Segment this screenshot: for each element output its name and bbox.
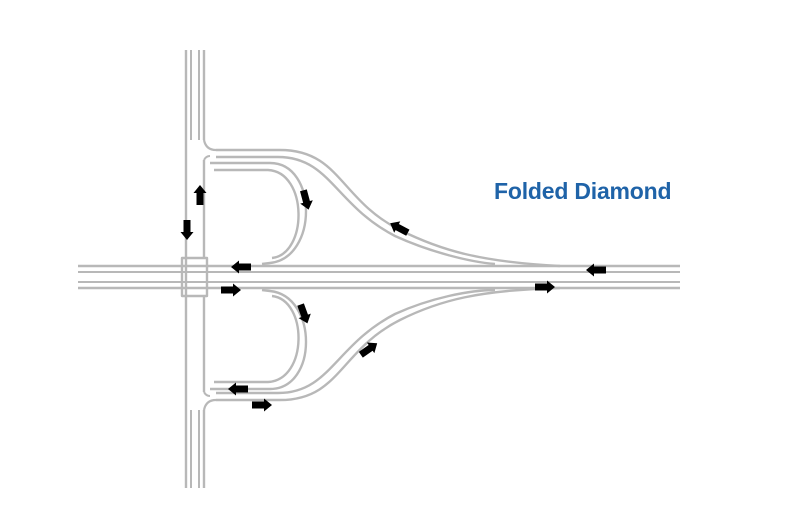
ramp-flare (202, 139, 217, 152)
diagram-title: Folded Diamond (494, 178, 672, 204)
entrance-ramp-outer (216, 148, 561, 268)
arrow-icon (535, 280, 555, 294)
loop-ramp-inner (214, 294, 300, 384)
freeway (78, 264, 680, 290)
ramp-flare (203, 391, 211, 397)
crossroad (180, 50, 209, 488)
loop-ramp-inner (214, 168, 300, 260)
arrow-icon (193, 185, 207, 205)
ramp-flare (203, 155, 211, 161)
arrow-icon (228, 382, 248, 396)
direction-arrows (180, 185, 606, 412)
arrow-icon (390, 221, 410, 236)
arrow-icon (300, 189, 313, 210)
overpass-bridge (180, 256, 209, 298)
arrow-icon (252, 398, 272, 412)
arrow-icon (231, 260, 251, 274)
exit-ramp-inner (216, 288, 496, 395)
arrow-icon (297, 303, 311, 324)
exit-ramp-outer (216, 286, 561, 402)
entrance-ramp-inner (216, 155, 496, 266)
road-network (78, 50, 680, 488)
arrow-icon (180, 220, 194, 240)
loop-ramp-outer (210, 288, 308, 391)
loop-ramp-outer (210, 161, 308, 266)
arrow-icon (221, 283, 241, 297)
ramp-flare (202, 398, 217, 411)
arrow-icon (358, 342, 378, 358)
arrow-icon (586, 263, 606, 277)
south-ramps (202, 286, 561, 411)
